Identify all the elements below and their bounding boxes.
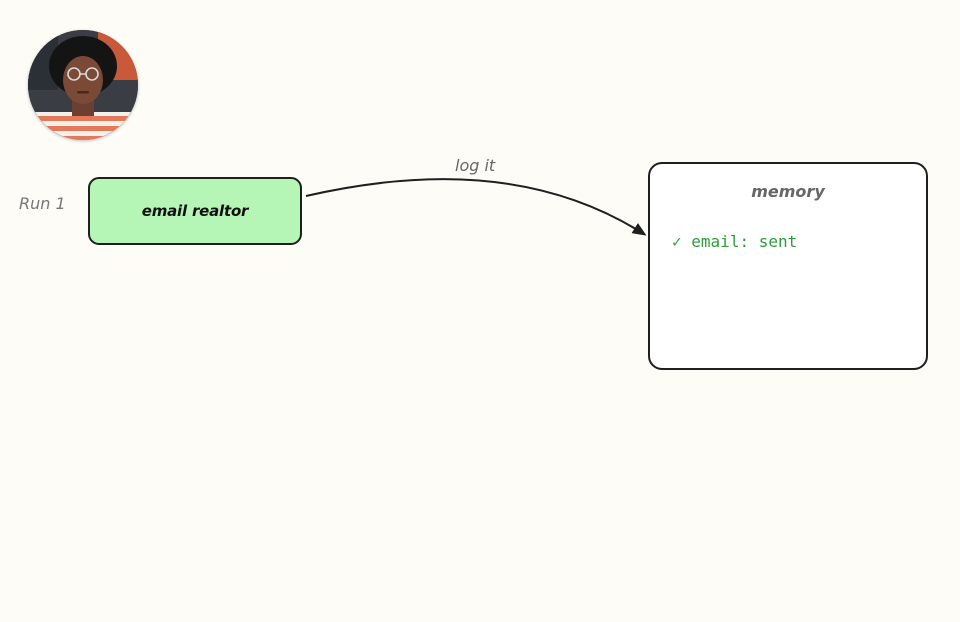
run-label: Run 1 [19, 194, 66, 213]
memory-panel: memory ✓ email: sent [648, 162, 928, 370]
memory-entry: ✓ email: sent [672, 232, 797, 251]
check-icon: ✓ [672, 232, 682, 251]
step-label: email realtor [141, 202, 249, 220]
memory-title: memory [751, 182, 825, 201]
arrow-label: log it [455, 156, 496, 175]
step-email-realtor: email realtor [88, 177, 302, 245]
presenter-avatar [28, 30, 138, 140]
memory-entry-text: email: sent [691, 232, 798, 251]
